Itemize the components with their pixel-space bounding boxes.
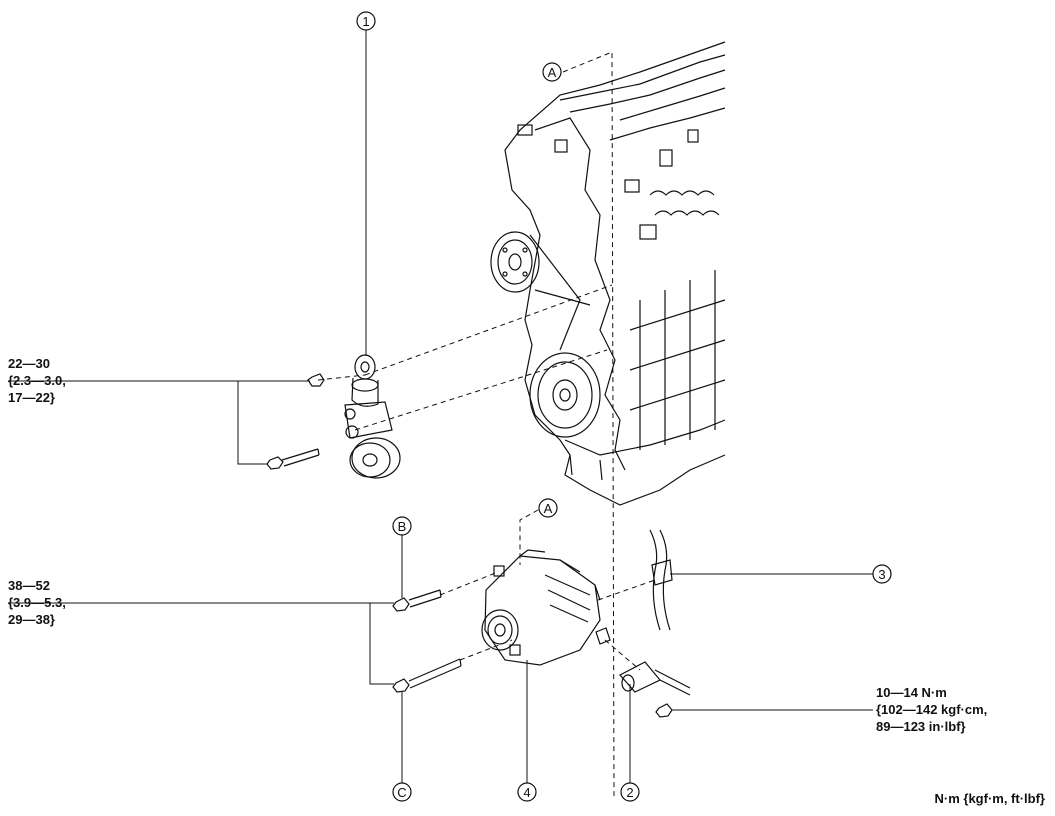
engine-block [490, 41, 726, 506]
torque-units-note: N·m {kgf·m, ft·lbf} [934, 791, 1046, 806]
callout-3-label: 3 [878, 567, 885, 582]
terminal-torque-line-1: 10—14 N·m [876, 685, 947, 700]
generator-upper-bolt [392, 589, 442, 612]
tensioner-torque-line-1: 22—30 [8, 356, 50, 371]
callout-1: 1 [356, 11, 376, 31]
callout-a-mid-label: A [544, 501, 553, 516]
oil-pan [564, 419, 726, 481]
callout-c: C [392, 782, 412, 802]
tensioner-bolt [266, 448, 320, 470]
generator-torque-spec: 38—52 {3.9—5.3, 29—38} [8, 577, 66, 628]
callout-4-label: 4 [523, 785, 530, 800]
generator-mount-ear [493, 565, 505, 577]
callout-2-label: 2 [626, 785, 633, 800]
leader-tensioner-torque [8, 380, 310, 465]
generator-right-leader [597, 579, 656, 601]
generator-torque-line-1: 38—52 [8, 578, 50, 593]
callout-a-mid: A [538, 498, 558, 518]
tensioner-torque-line-2: {2.3—3.0, [8, 373, 66, 388]
terminal-nut-torque-spec: 10—14 N·m {102—142 kgf·cm, 89—123 in·lbf… [876, 684, 987, 735]
engine-outline [504, 41, 726, 506]
callout-4: 4 [517, 782, 537, 802]
water-pump-pulley [490, 231, 540, 293]
boss-4 [639, 224, 657, 240]
crankshaft-pulley [529, 352, 601, 438]
tensioner-torque-spec: 22—30 {2.3—3.0, 17—22} [8, 355, 66, 406]
terminal-nut [655, 703, 673, 718]
head-ridges [559, 54, 726, 141]
terminal-torque-line-3: 89—123 in·lbf} [876, 719, 966, 734]
boss-2 [554, 139, 568, 153]
callout-a-top-label: A [548, 65, 557, 80]
reference-lines [317, 51, 656, 797]
callout-2: 2 [620, 782, 640, 802]
callout-c-label: C [397, 785, 406, 800]
terminal-torque-line-2: {102—142 kgf·cm, [876, 702, 988, 717]
terminal-leader [604, 639, 641, 671]
boss-5 [659, 149, 673, 167]
callout-b-label: B [398, 519, 407, 534]
drive-belt [529, 234, 591, 351]
tensioner-torque-line-3: 17—22} [8, 390, 55, 405]
tensioner-pulley [349, 437, 401, 479]
boss-3 [624, 179, 640, 193]
leader-lines [8, 30, 873, 783]
generator-lower-ear [509, 644, 521, 656]
block-ribs [629, 270, 726, 450]
front-cover [534, 117, 626, 471]
tensioner-bolt-leader [317, 374, 366, 381]
tensioner-nut [307, 373, 325, 387]
auto-tensioner [344, 354, 401, 479]
ref-a-mid-line [519, 509, 539, 565]
callout-1-label: 1 [362, 14, 369, 29]
tensioner-top-leader [364, 284, 613, 376]
callout-3: 3 [872, 564, 892, 584]
generator-torque-line-3: 29—38} [8, 612, 55, 627]
generator [481, 549, 611, 666]
boss-6 [687, 129, 699, 143]
callout-b: B [392, 516, 412, 536]
tensioner-lower-leader [354, 349, 608, 431]
boss-1 [517, 124, 533, 136]
cam-cover-bumps [649, 190, 720, 216]
generator-lower-bolt [392, 658, 462, 693]
leader-generator-torque [8, 602, 394, 685]
callout-a-top: A [542, 62, 562, 82]
generator-torque-line-2: {3.9—5.3, [8, 595, 66, 610]
generator-upper-leader [439, 571, 499, 596]
generator-terminal [595, 627, 611, 645]
wiring-harness [649, 529, 673, 631]
